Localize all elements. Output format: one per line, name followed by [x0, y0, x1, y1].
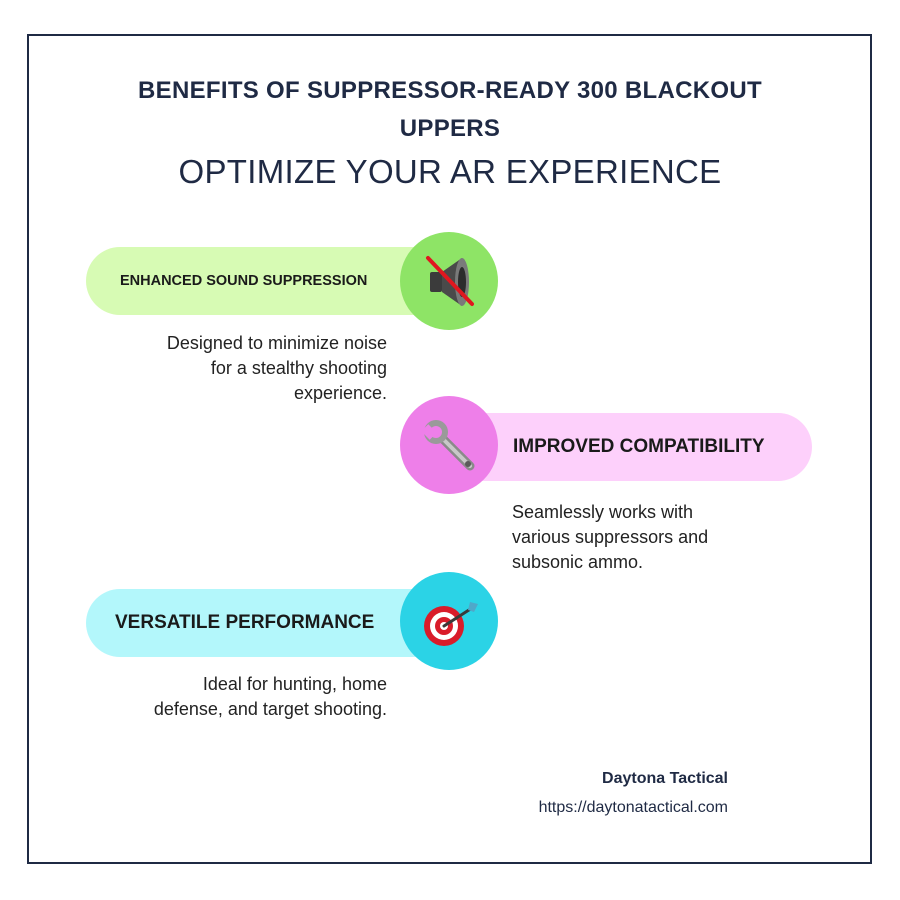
wrench-icon — [421, 420, 475, 471]
description-line: defense, and target shooting. — [153, 699, 387, 719]
title-line-2: UPPERS — [399, 115, 501, 142]
description-line: Designed to minimize noise — [166, 333, 387, 353]
page-subtitle: OPTIMIZE YOUR AR EXPERIENCE — [178, 153, 722, 190]
benefit-pill-sound-suppression — [86, 247, 446, 315]
benefit-pill-compatibility — [450, 413, 812, 481]
benefit-circle-compatibility — [400, 396, 498, 494]
benefit-pill-versatile-performance — [86, 589, 446, 657]
description-line: various suppressors and — [512, 527, 709, 547]
benefit-description-compatibility: Seamlessly works with various suppressor… — [512, 500, 812, 575]
benefit-label-sound-suppression: ENHANCED SOUND SUPPRESSION — [120, 273, 368, 289]
benefit-circle-sound-suppression — [400, 232, 498, 330]
benefit-circle-versatile-performance — [400, 572, 498, 670]
description-line: subsonic ammo. — [512, 552, 644, 572]
description-line: Seamlessly works with — [512, 502, 694, 522]
description-line: Ideal for hunting, home — [202, 674, 387, 694]
benefit-label-compatibility: IMPROVED COMPATIBILITY — [513, 436, 765, 457]
benefit-label-versatile-performance: VERSATILE PERFORMANCE — [115, 612, 375, 633]
benefit-description-sound-suppression: Designed to minimize noise for a stealth… — [90, 331, 387, 406]
description-line: for a stealthy shooting — [210, 358, 387, 378]
benefit-description-versatile-performance: Ideal for hunting, home defense, and tar… — [90, 672, 387, 722]
muted-speaker-icon — [426, 256, 474, 306]
brand-url[interactable]: https://daytonatactical.com — [538, 799, 728, 816]
brand-name: Daytona Tactical — [602, 770, 728, 787]
description-line: experience. — [293, 383, 387, 403]
title-line-1: BENEFITS OF SUPPRESSOR-READY 300 BLACKOU… — [138, 77, 762, 104]
page-title: BENEFITS OF SUPPRESSOR-READY 300 BLACKOU… — [100, 72, 800, 148]
infographic-frame — [27, 34, 872, 864]
target-dart-icon — [424, 602, 478, 646]
